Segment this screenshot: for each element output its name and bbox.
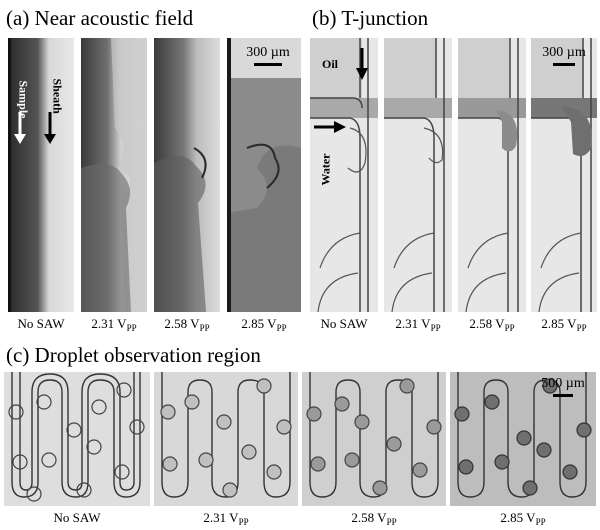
panel-c-cond-4: 2.85 VPP (500, 510, 546, 527)
panel-a-frame-2-58 (154, 38, 220, 312)
water-label: Water (318, 153, 333, 186)
panel-c-scale-label: 500 µm (541, 376, 585, 391)
panel-b-cond-3: 2.58 VPP (469, 316, 515, 333)
panel-c-frame-no-saw (4, 372, 150, 506)
panel-b-frame-2-58 (458, 38, 526, 312)
panel-c-cond-3: 2.58 VPP (351, 510, 397, 527)
oil-arrow-icon (356, 48, 368, 80)
droplet-frame-3 (302, 372, 446, 506)
panel-a-scale-line (254, 63, 282, 66)
sample-arrow-icon (14, 112, 26, 144)
panel-b-frame-2-31 (384, 38, 452, 312)
panel-b-cond-4: 2.85 VPP (541, 316, 587, 333)
panel-c-cond-2: 2.31 VPP (203, 510, 249, 527)
panel-b-frame-no-saw (310, 38, 378, 312)
panel-a-title: (a) Near acoustic field (6, 6, 194, 30)
panel-c-title: (c) Droplet observation region (6, 343, 261, 367)
panel-a-cond-4: 2.85 VPP (241, 316, 287, 333)
panel-a-scale-label: 300 µm (246, 45, 290, 60)
water-arrow-icon (314, 121, 346, 133)
droplet-frame-2 (154, 372, 298, 506)
panel-b-frame-2-85 (531, 38, 597, 312)
panel-c-frame-2-31 (154, 372, 298, 506)
sample-annotation: Sample (8, 78, 32, 148)
panel-b-cond-1: No SAW (320, 316, 368, 331)
panel-a-cond-3: 2.58 VPP (164, 316, 210, 333)
panel-c-scale-bar: 500 µm (532, 376, 594, 397)
panel-a-cond-2: 2.31 VPP (91, 316, 137, 333)
panel-b-scale-bar: 300 µm (532, 45, 596, 66)
sheath-arrow-icon (44, 112, 56, 144)
oil-label: Oil (322, 57, 339, 71)
panel-c-cond-1: No SAW (53, 510, 101, 525)
panel-a-frame-2-85 (227, 38, 301, 312)
panel-c-frame-2-58 (302, 372, 446, 506)
panel-b-scale-line (553, 63, 575, 66)
panel-a-scale-bar: 300 µm (238, 45, 298, 66)
panel-b-cond-2: 2.31 VPP (395, 316, 441, 333)
panel-a-frame-no-saw (8, 38, 74, 312)
panel-c-scale-line (553, 394, 573, 397)
sheath-annotation: Sheath (40, 78, 65, 148)
panel-b-title: (b) T-junction (312, 6, 429, 30)
panel-b-scale-label: 300 µm (542, 45, 586, 60)
panel-a-cond-1: No SAW (17, 316, 65, 331)
panel-a-frame-2-31 (81, 38, 147, 312)
droplet-frame-1 (4, 372, 150, 506)
